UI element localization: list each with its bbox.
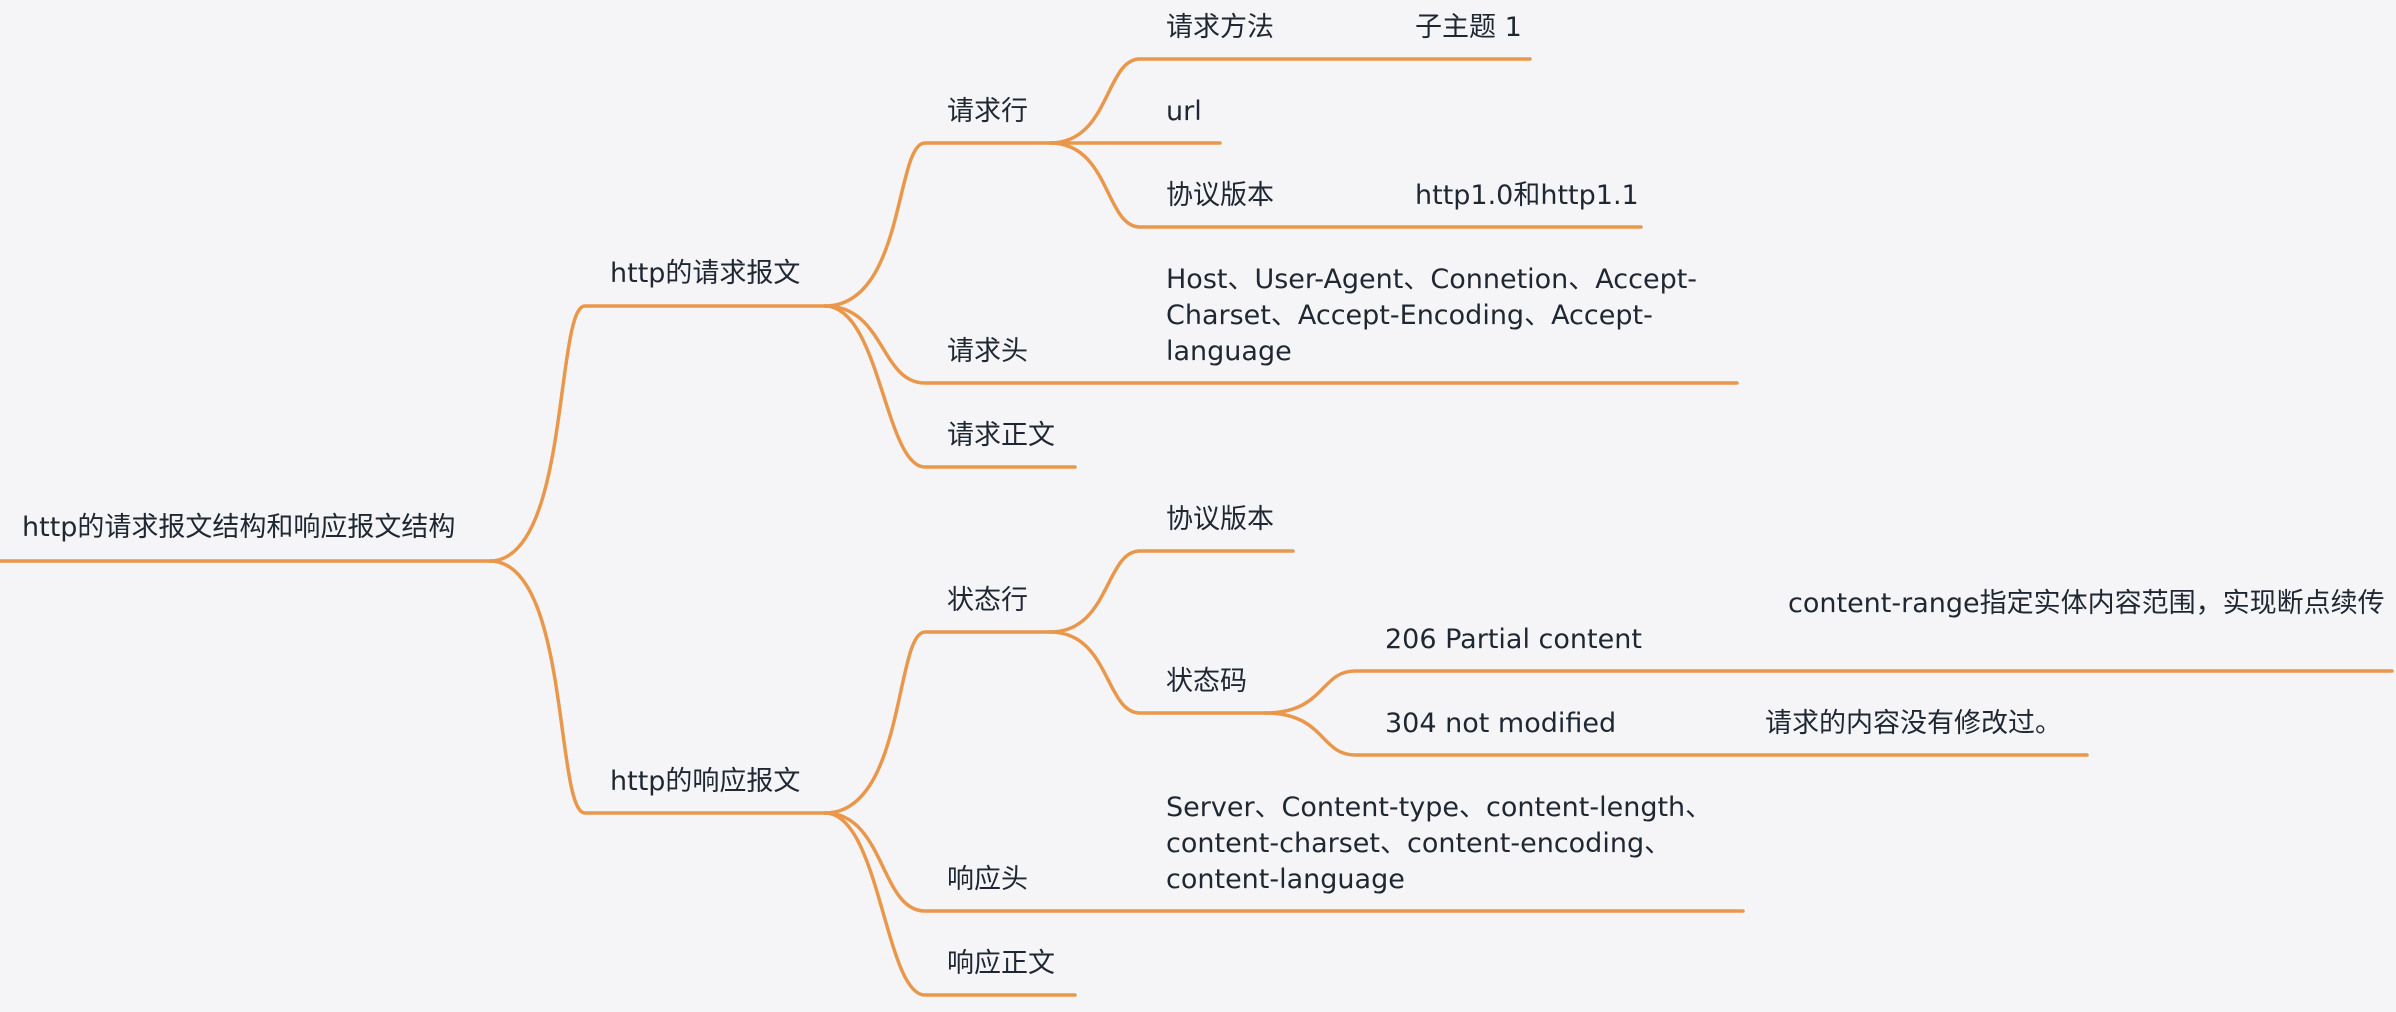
root-topic[interactable]: http的请求报文结构和响应报文结构	[22, 512, 456, 543]
status-code-topic[interactable]: 状态码	[1166, 666, 1247, 697]
content-range-note[interactable]: content-range指定实体内容范围，实现断点续传	[1788, 588, 2385, 619]
code-206-topic[interactable]: 206 Partial content	[1385, 624, 1642, 655]
request-message-topic[interactable]: http的请求报文	[610, 258, 801, 289]
edge-method	[1048, 57, 1532, 145]
edge-root-request	[488, 304, 827, 563]
edge-request-body	[823, 304, 1077, 469]
request-line-topic[interactable]: 请求行	[947, 96, 1028, 127]
edge-status-line	[823, 630, 1052, 815]
edge-status-code	[1048, 630, 1267, 715]
edge-version	[1048, 141, 1643, 229]
response-body-topic[interactable]: 响应正文	[947, 948, 1055, 979]
request-method-topic[interactable]: 请求方法	[1166, 12, 1274, 43]
url-topic[interactable]: url	[1166, 96, 1202, 127]
code-304-topic[interactable]: 304 not modified	[1385, 708, 1617, 739]
response-headers-list[interactable]: Server、Content-type、content-length、conte…	[1166, 792, 1713, 895]
edge-206	[1263, 669, 2394, 715]
response-message-topic[interactable]: http的响应报文	[610, 766, 801, 797]
edge-response-body	[823, 811, 1077, 997]
edge-status-version	[1048, 549, 1295, 634]
request-body-topic[interactable]: 请求正文	[947, 420, 1055, 451]
request-headers-list[interactable]: Host、User-Agent、Connetion、Accept-Charset…	[1166, 264, 1698, 367]
status-line-topic[interactable]: 状态行	[947, 585, 1028, 616]
edge-response-headers	[823, 811, 1745, 913]
edge-root-response	[488, 559, 827, 815]
subtopic-1[interactable]: 子主题 1	[1415, 12, 1522, 43]
edge-request-line	[823, 141, 1052, 308]
request-headers-topic[interactable]: 请求头	[947, 336, 1028, 367]
status-protocol-version-topic[interactable]: 协议版本	[1166, 504, 1274, 535]
edge-request-headers	[823, 304, 1739, 385]
not-modified-note[interactable]: 请求的内容没有修改过。	[1765, 708, 2062, 739]
edge-304	[1263, 711, 2089, 757]
response-headers-topic[interactable]: 响应头	[947, 864, 1028, 895]
http-versions-topic[interactable]: http1.0和http1.1	[1415, 180, 1639, 211]
protocol-version-topic[interactable]: 协议版本	[1166, 180, 1274, 211]
